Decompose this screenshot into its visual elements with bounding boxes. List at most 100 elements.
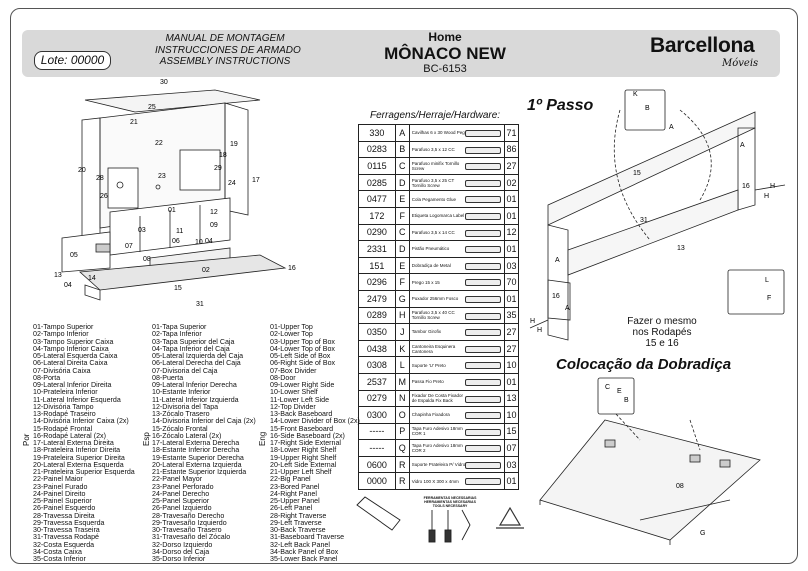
model-category: Home xyxy=(428,30,462,44)
overview-part-label: 20 xyxy=(78,167,86,174)
part-list-item: 35-Costa Inferior xyxy=(33,555,86,563)
part-list-item: 21-Estante Superior Izquierda xyxy=(152,468,247,476)
part-list-item: 18-Prateleira Inferior Direita xyxy=(33,446,121,455)
overview-part-label: 31 xyxy=(196,301,204,308)
step1-callout-label: 13 xyxy=(677,245,685,252)
overview-part-label: 04 xyxy=(205,238,213,245)
part-list-item: 02-Tapa Inferior xyxy=(152,330,202,339)
part-list-item: 22-Big Panel xyxy=(270,475,311,484)
step1-diagram xyxy=(529,89,786,341)
overview-part-label: 25 xyxy=(148,104,156,111)
part-list-item: 04-Tampo Inferior Caixa xyxy=(33,344,109,353)
part-list-item: 19-Prateleira Superior Direita xyxy=(33,453,125,462)
brand-logo: Barcellona xyxy=(650,34,755,57)
part-list-item: 23-Bored Panel xyxy=(270,482,320,491)
hardware-desc: Parafuso 3,5 x 14 CC xyxy=(408,223,506,242)
part-list-item: 13-Back Baseboard xyxy=(270,410,333,418)
overview-part-label: 22 xyxy=(155,140,163,147)
part-list-item: 05-Lateral Izquierda del Caja xyxy=(152,352,244,360)
hardware-item-icon xyxy=(465,130,502,137)
part-list-item: 26-Left Panel xyxy=(270,504,313,513)
hardware-num: 10 xyxy=(504,356,519,374)
overview-part-label: 29 xyxy=(214,165,222,172)
part-list-item: 09-Lateral Inferior Derecha xyxy=(152,381,237,389)
hardware-item-icon xyxy=(465,146,502,154)
part-list-item: 35-Lower Back Panel xyxy=(270,555,338,563)
hardware-item-icon xyxy=(465,179,502,187)
part-list-item: 28-Right Traverse xyxy=(270,511,327,520)
part-list-item: 20-Lateral Externa Esquerda xyxy=(33,460,124,469)
part-list-item: 28-Travesaño Derecho xyxy=(152,511,225,520)
hardware-item-icon xyxy=(465,196,502,204)
hardware-item-icon xyxy=(465,478,502,486)
overview-part-label: 04 xyxy=(64,282,72,289)
part-list-item: 05-Lateral Esquerda Caixa xyxy=(33,352,118,360)
part-list-item: 08-Puerta xyxy=(152,373,184,382)
step2-diagram xyxy=(539,377,761,545)
header-bar xyxy=(22,30,780,77)
overview-part-label: 24 xyxy=(228,180,236,187)
part-list-item: 25-Upper Panel xyxy=(270,497,320,505)
step1-title: 1º Passo xyxy=(527,97,594,114)
hardware-num: 03 xyxy=(504,455,519,474)
part-list-item: 14-Divisoria Inferior del Caja (2x) xyxy=(152,417,256,426)
part-list-item: 22-Painel Maior xyxy=(33,475,83,484)
part-list-item: 24-Painel Direito xyxy=(33,489,86,498)
hardware-num: 01 xyxy=(504,206,519,225)
part-list-item: 24-Right Panel xyxy=(270,489,317,498)
part-list-item: 04-Tapa Inferior del Caja xyxy=(152,344,230,353)
overview-part-label: 15 xyxy=(174,285,182,292)
step1-callout-label: F xyxy=(767,295,771,302)
overview-part-label: 03 xyxy=(138,227,146,234)
hardware-desc: Suporte 'U' Preto xyxy=(408,356,506,374)
hardware-item-icon xyxy=(465,345,502,353)
part-list-item: 28-Travessa Direita xyxy=(33,511,95,520)
part-list-item: 30-Back Traverse xyxy=(270,526,326,534)
part-list-item: 34-Dorso del Caja xyxy=(152,547,210,556)
part-list-item: 18-Lower Right Shelf xyxy=(270,446,337,455)
overview-part-label: 11 xyxy=(176,228,183,235)
part-list-item: 29-Left Traverse xyxy=(270,518,322,527)
hardware-desc: Dobradiça de Metal xyxy=(408,256,506,275)
step1-callout-label: B xyxy=(645,105,650,112)
part-list-item: 02-Lower Top xyxy=(270,330,313,339)
part-list-item: 06-Right Side of Box xyxy=(270,359,336,368)
part-list-item: 09-Lateral Inferior Direita xyxy=(33,381,112,389)
part-list-item: 35-Dorso Inferior xyxy=(152,555,206,563)
overview-part-label: 13 xyxy=(54,272,62,279)
step2-title: Colocação da Dobradiça xyxy=(556,356,732,373)
part-list-item: 25-Panel Superior xyxy=(152,497,210,505)
part-list-item: 01-Tampo Superior xyxy=(33,323,94,331)
part-list-item: 12-Divisoria del Tapa xyxy=(152,402,219,411)
tools-label-line: FERRAMENTAS NECESSARIAS xyxy=(423,496,477,500)
step1-callout-label: H xyxy=(537,327,542,334)
hardware-item-icon xyxy=(465,262,502,270)
part-list-item: 12-Top Divider xyxy=(270,402,316,411)
overview-part-label: 23 xyxy=(158,173,166,180)
part-list-item: 20-Lateral Externa Izquierda xyxy=(152,460,242,469)
page-frame xyxy=(10,8,798,564)
hardware-title: Ferragens/Herraje/Hardware: xyxy=(370,110,501,121)
part-list-item: 07-Divisória Caixa xyxy=(33,366,91,375)
hardware-num: 12 xyxy=(504,223,519,242)
hardware-item-icon xyxy=(465,428,502,436)
model-code: BC-6153 xyxy=(423,63,467,75)
step1-callout-label: H xyxy=(770,183,775,190)
part-list-item: 09-Lower Right Side xyxy=(270,381,335,389)
part-list-item: 29-Travesaño Izquierdo xyxy=(152,518,227,527)
part-list-item: 19-Estante Superior Derecha xyxy=(152,453,244,462)
hardware-item-icon xyxy=(465,246,502,254)
part-list-item: 02-Tampo Inferior xyxy=(33,330,89,339)
part-list-item: 11-Lateral Inferior Esquerda xyxy=(33,395,121,404)
step2-callout-label: E xyxy=(617,388,622,395)
part-list-item: 32-Dorso Izquierdo xyxy=(152,540,213,549)
hardware-num: 13 xyxy=(504,389,519,408)
